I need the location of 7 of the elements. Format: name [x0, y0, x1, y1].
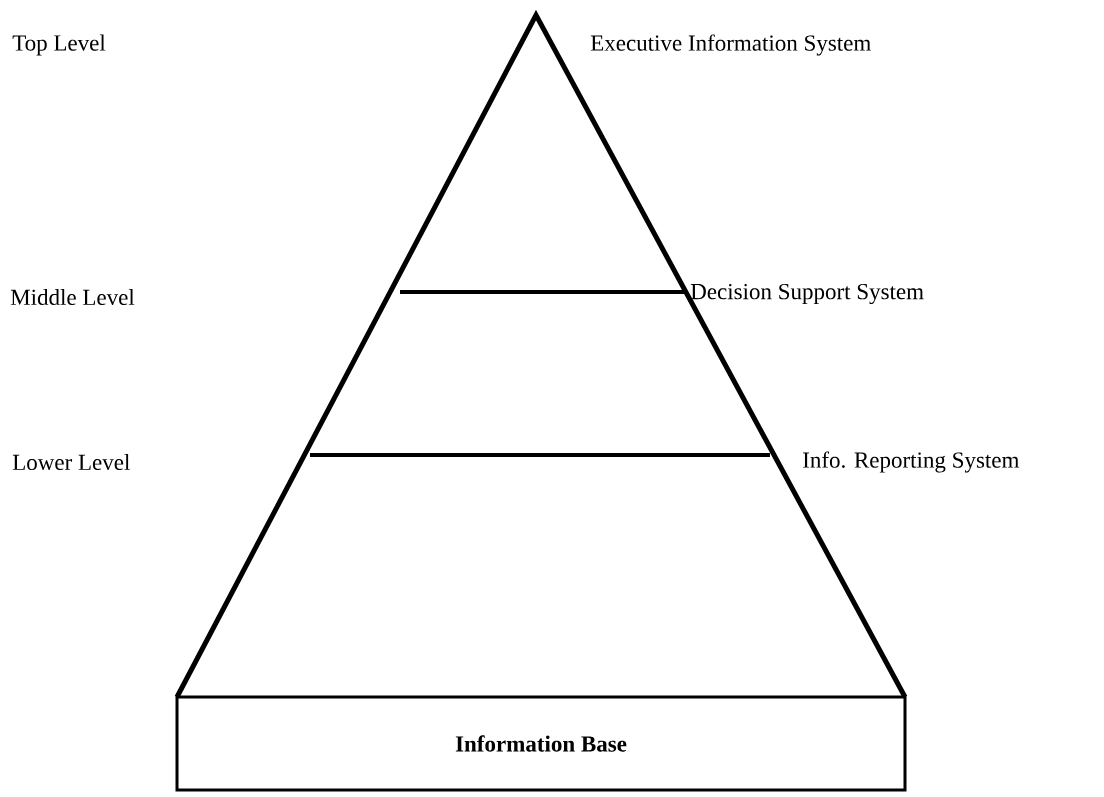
- level-label: Info. Reporting System: [803, 451, 1020, 473]
- base-box: Information Base: [175, 695, 907, 792]
- level-label: Executive Information System: [590, 34, 871, 56]
- level-label: Lower Level: [12, 453, 130, 471]
- level-label: Middle Level: [10, 288, 135, 306]
- level-label: Decision Support System: [690, 283, 924, 305]
- level-label: Top Level: [12, 34, 106, 56]
